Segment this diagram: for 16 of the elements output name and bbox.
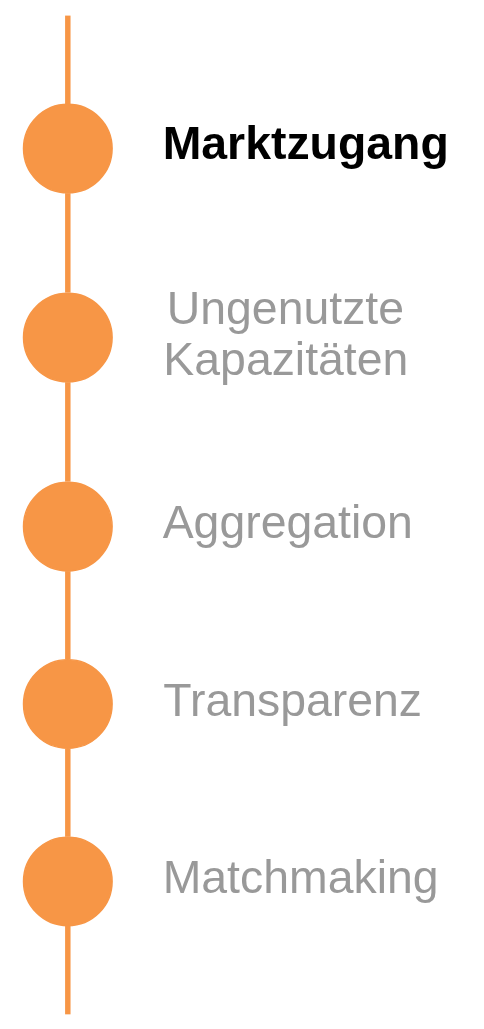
- node-circle: [22, 292, 113, 383]
- node-circle: [22, 103, 113, 194]
- node-label: Transparenz: [162, 673, 422, 726]
- connector: [64, 748, 71, 837]
- node-label: Ungenutzte Kapazitäten: [162, 281, 408, 385]
- node-circle: [22, 658, 113, 749]
- node-label: Matchmaking: [162, 850, 439, 903]
- node-circle: [22, 481, 113, 572]
- connector: [64, 570, 71, 659]
- connector: [64, 381, 71, 482]
- connector: [64, 15, 71, 104]
- connector: [64, 925, 71, 1014]
- node-circle: [22, 835, 113, 926]
- node-label: Aggregation: [162, 495, 413, 548]
- node-label: Marktzugang: [162, 116, 449, 169]
- connector: [64, 192, 71, 293]
